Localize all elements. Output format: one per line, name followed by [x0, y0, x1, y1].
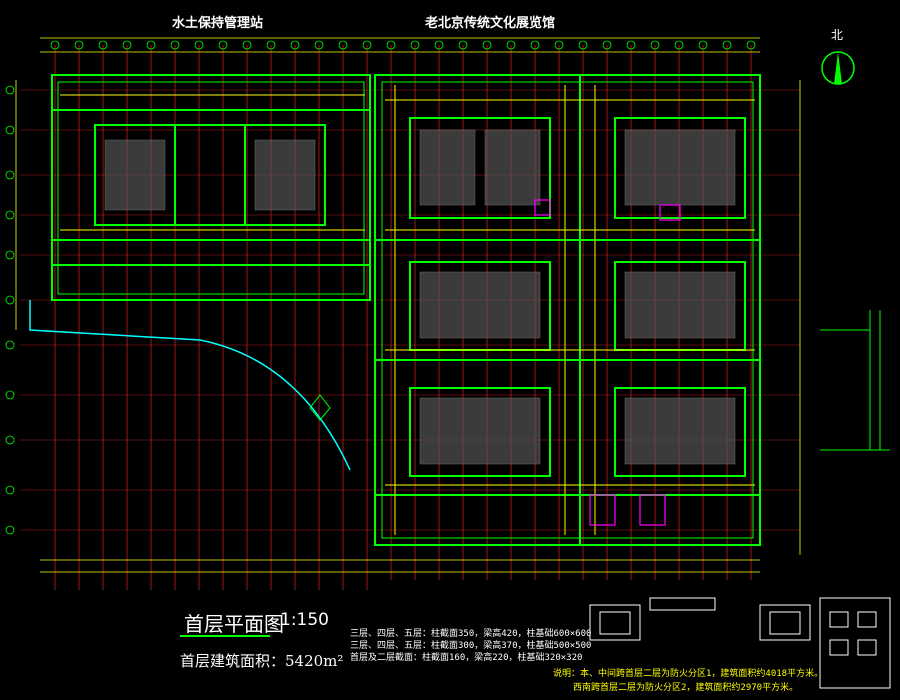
- wall-section-detail: [820, 310, 890, 451]
- detail-sections: [589, 597, 891, 689]
- axis-bubbles: [5, 40, 756, 535]
- plan-title: 首层平面图: [184, 612, 284, 636]
- courtyard-hatches: [104, 129, 736, 465]
- site-marker: [309, 394, 331, 421]
- building-name-center: 老北京传统文化展览馆: [425, 16, 556, 31]
- dimension-lines: [15, 37, 801, 573]
- building-name-left: 水土保持管理站: [172, 16, 264, 31]
- stair-markers: [534, 199, 681, 526]
- building-left-block: [51, 74, 371, 301]
- remark-1: 说明：本、中间跨首层二层为防火分区1，建筑面积约4018平方米。: [553, 669, 824, 679]
- interior-partitions: [60, 85, 755, 535]
- site-boundary-path: [29, 300, 351, 471]
- floor-area: 首层建筑面积：5420m²: [180, 652, 344, 670]
- structure-note-1: 三层、四层、五层：柱截面350，梁高420，柱基础600×600: [350, 629, 592, 639]
- north-label: 北: [831, 28, 844, 42]
- north-arrow-icon: [821, 51, 855, 85]
- remark-2: 西南跨首层二层为防火分区2，建筑面积约2970平方米。: [573, 683, 799, 693]
- plan-scale: 1:150: [280, 610, 329, 630]
- structure-note-3: 首层及二层截面：柱截面160，梁高220，柱基础320×320: [350, 653, 583, 663]
- structure-note-2: 三层、四层、五层：柱截面300，梁高370，柱基础500×500: [350, 641, 592, 651]
